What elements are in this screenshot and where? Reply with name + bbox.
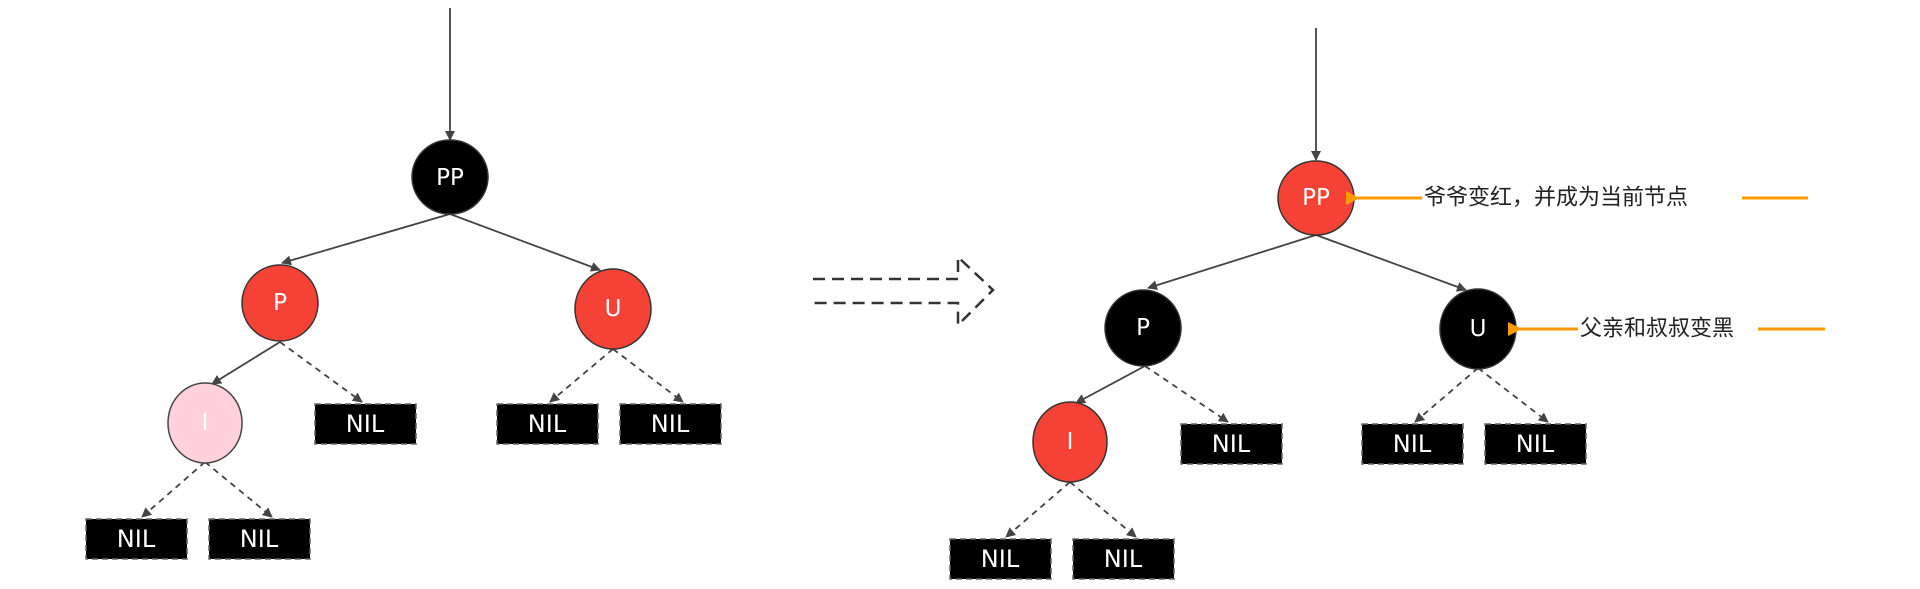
node-p-after: P: [1104, 289, 1182, 367]
nil-label: NIL: [117, 525, 156, 553]
nil-box: NIL: [85, 518, 188, 560]
edge-i-to-nil-right: [1069, 481, 1137, 538]
nil-box: NIL: [1361, 423, 1464, 465]
nil-label: NIL: [1393, 430, 1432, 458]
node-p-before-label: P: [273, 290, 287, 316]
annotation-grandparent: 爷爷变红，并成为当前节点: [1346, 186, 1808, 211]
edge-pp-to-p: [281, 213, 451, 266]
node-pp-before-label: PP: [436, 165, 464, 191]
edge-p-to-i: [1075, 365, 1146, 404]
node-pp-before: PP: [411, 139, 489, 215]
transition-arrow: [813, 254, 995, 329]
node-u-before-label: U: [605, 296, 622, 322]
nil-box: NIL: [619, 403, 722, 445]
node-pp-after: PP: [1277, 160, 1355, 236]
nil-label: NIL: [1516, 430, 1555, 458]
edge-pp-to-p: [1147, 234, 1317, 291]
annotation-parent-uncle: 父亲和叔叔变黑: [1508, 317, 1825, 342]
edge-pp-to-u: [449, 213, 601, 272]
node-i-before-label: I: [202, 410, 209, 436]
node-u-after-label: U: [1470, 316, 1487, 342]
nil-box: NIL: [1072, 538, 1175, 580]
edge-u-to-nil-left: [549, 348, 614, 403]
edge-u-to-nil-right: [1477, 367, 1549, 423]
annotation-grandparent-text: 爷爷变红，并成为当前节点: [1424, 186, 1688, 211]
node-p-before: P: [241, 264, 319, 342]
nil-box: NIL: [1484, 423, 1587, 465]
edge-i-to-nil-left: [141, 461, 206, 518]
nil-box: NIL: [949, 538, 1052, 580]
node-pp-after-label: PP: [1302, 185, 1330, 211]
edge-i-to-nil-left: [1005, 481, 1071, 538]
edge-p-to-nil: [1144, 365, 1229, 423]
nil-label: NIL: [240, 525, 279, 553]
edge-u-to-nil-left: [1414, 367, 1479, 423]
nil-box: NIL: [496, 403, 599, 445]
edge-p-to-i: [211, 341, 281, 385]
annotation-parent-uncle-text: 父亲和叔叔变黑: [1580, 317, 1734, 342]
nil-label: NIL: [651, 410, 690, 438]
nil-label: NIL: [1104, 545, 1143, 573]
nil-box: NIL: [314, 403, 417, 445]
edge-i-to-nil-right: [204, 461, 273, 518]
tree-before: PP P U I NIL NIL NIL NIL: [85, 8, 722, 560]
node-i-after-label: I: [1067, 429, 1074, 455]
edge-p-to-nil: [279, 341, 363, 403]
node-u-after: U: [1439, 288, 1517, 370]
nil-label: NIL: [1212, 430, 1251, 458]
tree-after: PP P U I NIL NIL NIL NIL: [949, 28, 1825, 580]
node-i-before: I: [167, 382, 243, 464]
nil-label: NIL: [528, 410, 567, 438]
nil-box: NIL: [208, 518, 311, 560]
nil-label: NIL: [346, 410, 385, 438]
nil-box: NIL: [1180, 423, 1283, 465]
node-i-after: I: [1032, 401, 1108, 483]
node-u-before: U: [574, 268, 652, 350]
node-p-after-label: P: [1136, 315, 1150, 341]
edge-pp-to-u: [1315, 234, 1467, 292]
nil-label: NIL: [981, 545, 1020, 573]
edge-u-to-nil-right: [612, 348, 684, 403]
